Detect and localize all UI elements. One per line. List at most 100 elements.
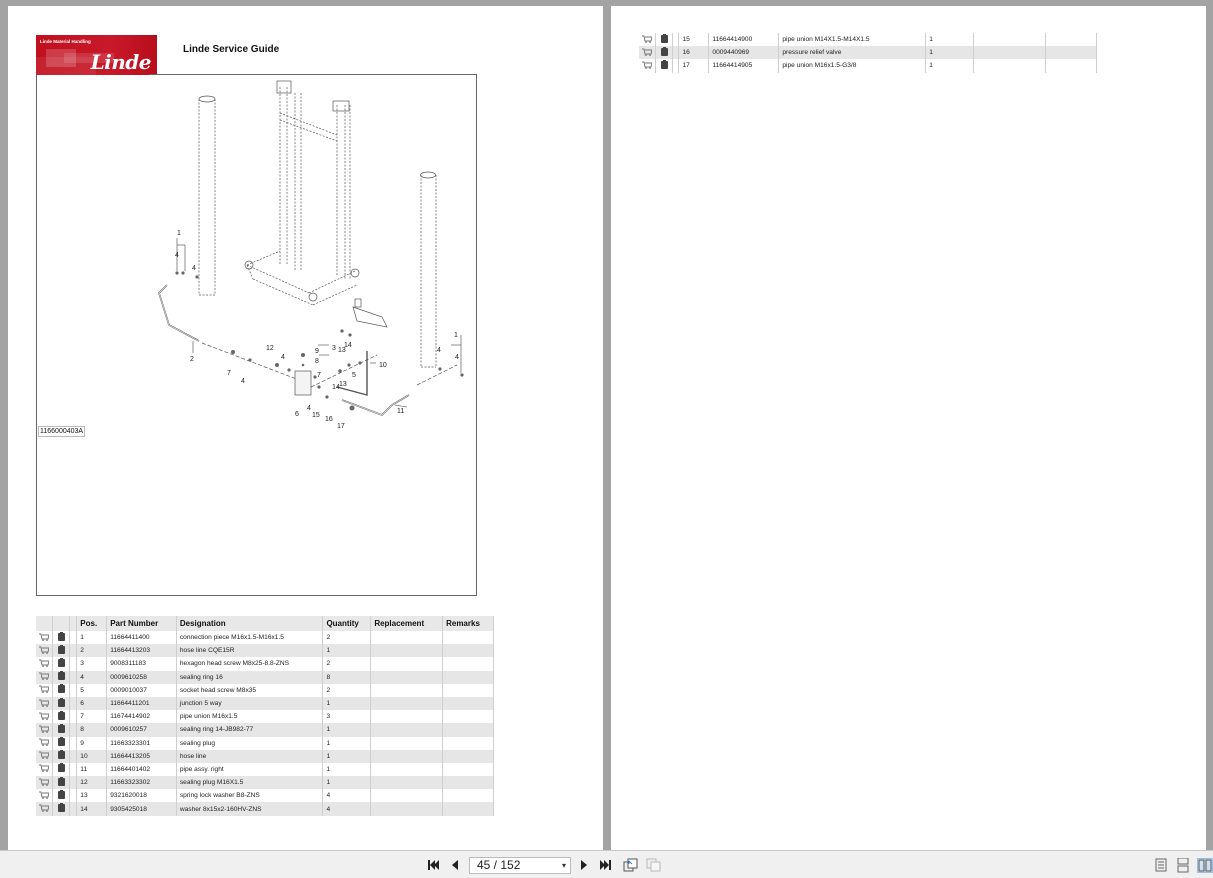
add-to-cart-button[interactable] [36,762,54,777]
clipboard-button[interactable] [52,789,71,803]
add-to-cart-button[interactable] [36,644,54,658]
continuous-view-button[interactable] [1176,857,1190,873]
document-viewer: Linde Material Handling Linde Linde Serv… [8,6,1206,850]
cart-icon [39,646,50,654]
clipboard-button[interactable] [52,802,71,816]
clipboard-button[interactable] [52,657,71,671]
add-to-cart-button[interactable] [36,657,54,671]
clipboard-button[interactable] [655,46,674,60]
svg-text:6: 6 [295,411,299,418]
add-to-cart-button[interactable] [639,33,657,47]
part-number-cell: 11664414900 [708,33,780,47]
page-number-dropdown[interactable]: 45 / 152 ▾ [469,857,571,874]
add-to-cart-button[interactable] [36,749,54,763]
clipboard-button[interactable] [52,736,71,750]
cart-icon [39,791,50,799]
add-to-cart-button[interactable] [36,631,54,645]
clipboard-button[interactable] [52,631,71,645]
single-page-icon [1155,858,1167,872]
single-page-view-button[interactable] [1154,858,1168,873]
last-page-button[interactable] [599,857,613,873]
clipboard-icon [660,33,668,43]
cart-icon [39,778,50,786]
col-quantity: Quantity [322,616,372,631]
add-to-cart-button[interactable] [36,683,54,697]
clipboard-button[interactable] [655,33,674,47]
svg-text:7: 7 [317,372,321,379]
svg-text:10: 10 [379,362,387,369]
next-view-button[interactable] [645,857,661,873]
designation-cell: pipe assy. right [176,762,324,777]
clipboard-button[interactable] [52,644,71,658]
pos-cell: 12 [76,776,108,790]
add-to-cart-button[interactable] [36,736,54,750]
add-to-cart-button[interactable] [36,696,54,711]
previous-view-button[interactable] [622,857,638,873]
replacement-cell [370,644,444,658]
add-to-cart-button[interactable] [36,723,54,737]
part-number-cell: 11664413205 [106,749,177,763]
next-page-button[interactable] [578,857,590,873]
cart-icon [642,61,653,69]
previous-page-button[interactable] [449,857,461,873]
add-to-cart-button[interactable] [36,710,54,724]
previous-view-icon [623,858,637,872]
spacer-cell [69,723,78,737]
clipboard-button[interactable] [52,683,71,697]
add-to-cart-button[interactable] [639,46,657,60]
page-45: Linde Material Handling Linde Linde Serv… [8,6,603,850]
part-number-cell: 11664411400 [106,631,177,645]
add-to-cart-button[interactable] [639,59,657,73]
quantity-cell: 1 [322,644,372,658]
clipboard-button[interactable] [52,776,71,790]
add-to-cart-button[interactable] [36,670,54,684]
remarks-cell [1045,59,1097,73]
last-page-icon [600,860,611,870]
pos-cell: 2 [76,644,108,658]
clipboard-button[interactable] [52,749,71,763]
col-designation: Designation [176,616,324,631]
col-clip [52,616,71,631]
replacement-cell [370,670,444,684]
pos-cell: 1 [76,631,108,645]
add-to-cart-button[interactable] [36,776,54,790]
remarks-cell [442,670,494,684]
clipboard-icon [57,671,65,681]
clipboard-button[interactable] [52,710,71,724]
spacer-cell [69,670,78,684]
spacer-cell [69,696,78,711]
add-to-cart-button[interactable] [36,789,54,803]
remarks-cell [442,776,494,790]
clipboard-icon [57,710,65,720]
first-page-button[interactable] [426,857,440,873]
navigation-toolbar: 45 / 152 ▾ [0,850,1213,878]
col-part-number: Part Number [106,616,177,631]
pos-cell: 13 [76,789,108,803]
cart-icon [39,751,50,760]
clipboard-button[interactable] [52,723,71,737]
clipboard-button[interactable] [655,59,674,73]
designation-cell: junction 5 way [176,696,324,711]
designation-cell: pipe union M16x1.5-G3/8 [778,59,927,73]
clipboard-button[interactable] [52,762,71,777]
spacer-cell [69,631,78,645]
clipboard-button[interactable] [52,696,71,711]
pos-cell: 17 [678,59,710,73]
two-page-view-button[interactable] [1197,858,1213,873]
remarks-cell [442,683,494,697]
cart-icon [39,712,50,720]
remarks-cell [442,657,494,671]
clipboard-icon [57,776,65,786]
replacement-cell [370,762,444,777]
clipboard-button[interactable] [52,670,71,684]
svg-text:4: 4 [192,265,196,272]
quantity-cell: 3 [322,710,372,724]
designation-cell: socket head screw M8x35 [176,683,324,697]
add-to-cart-button[interactable] [36,802,54,816]
